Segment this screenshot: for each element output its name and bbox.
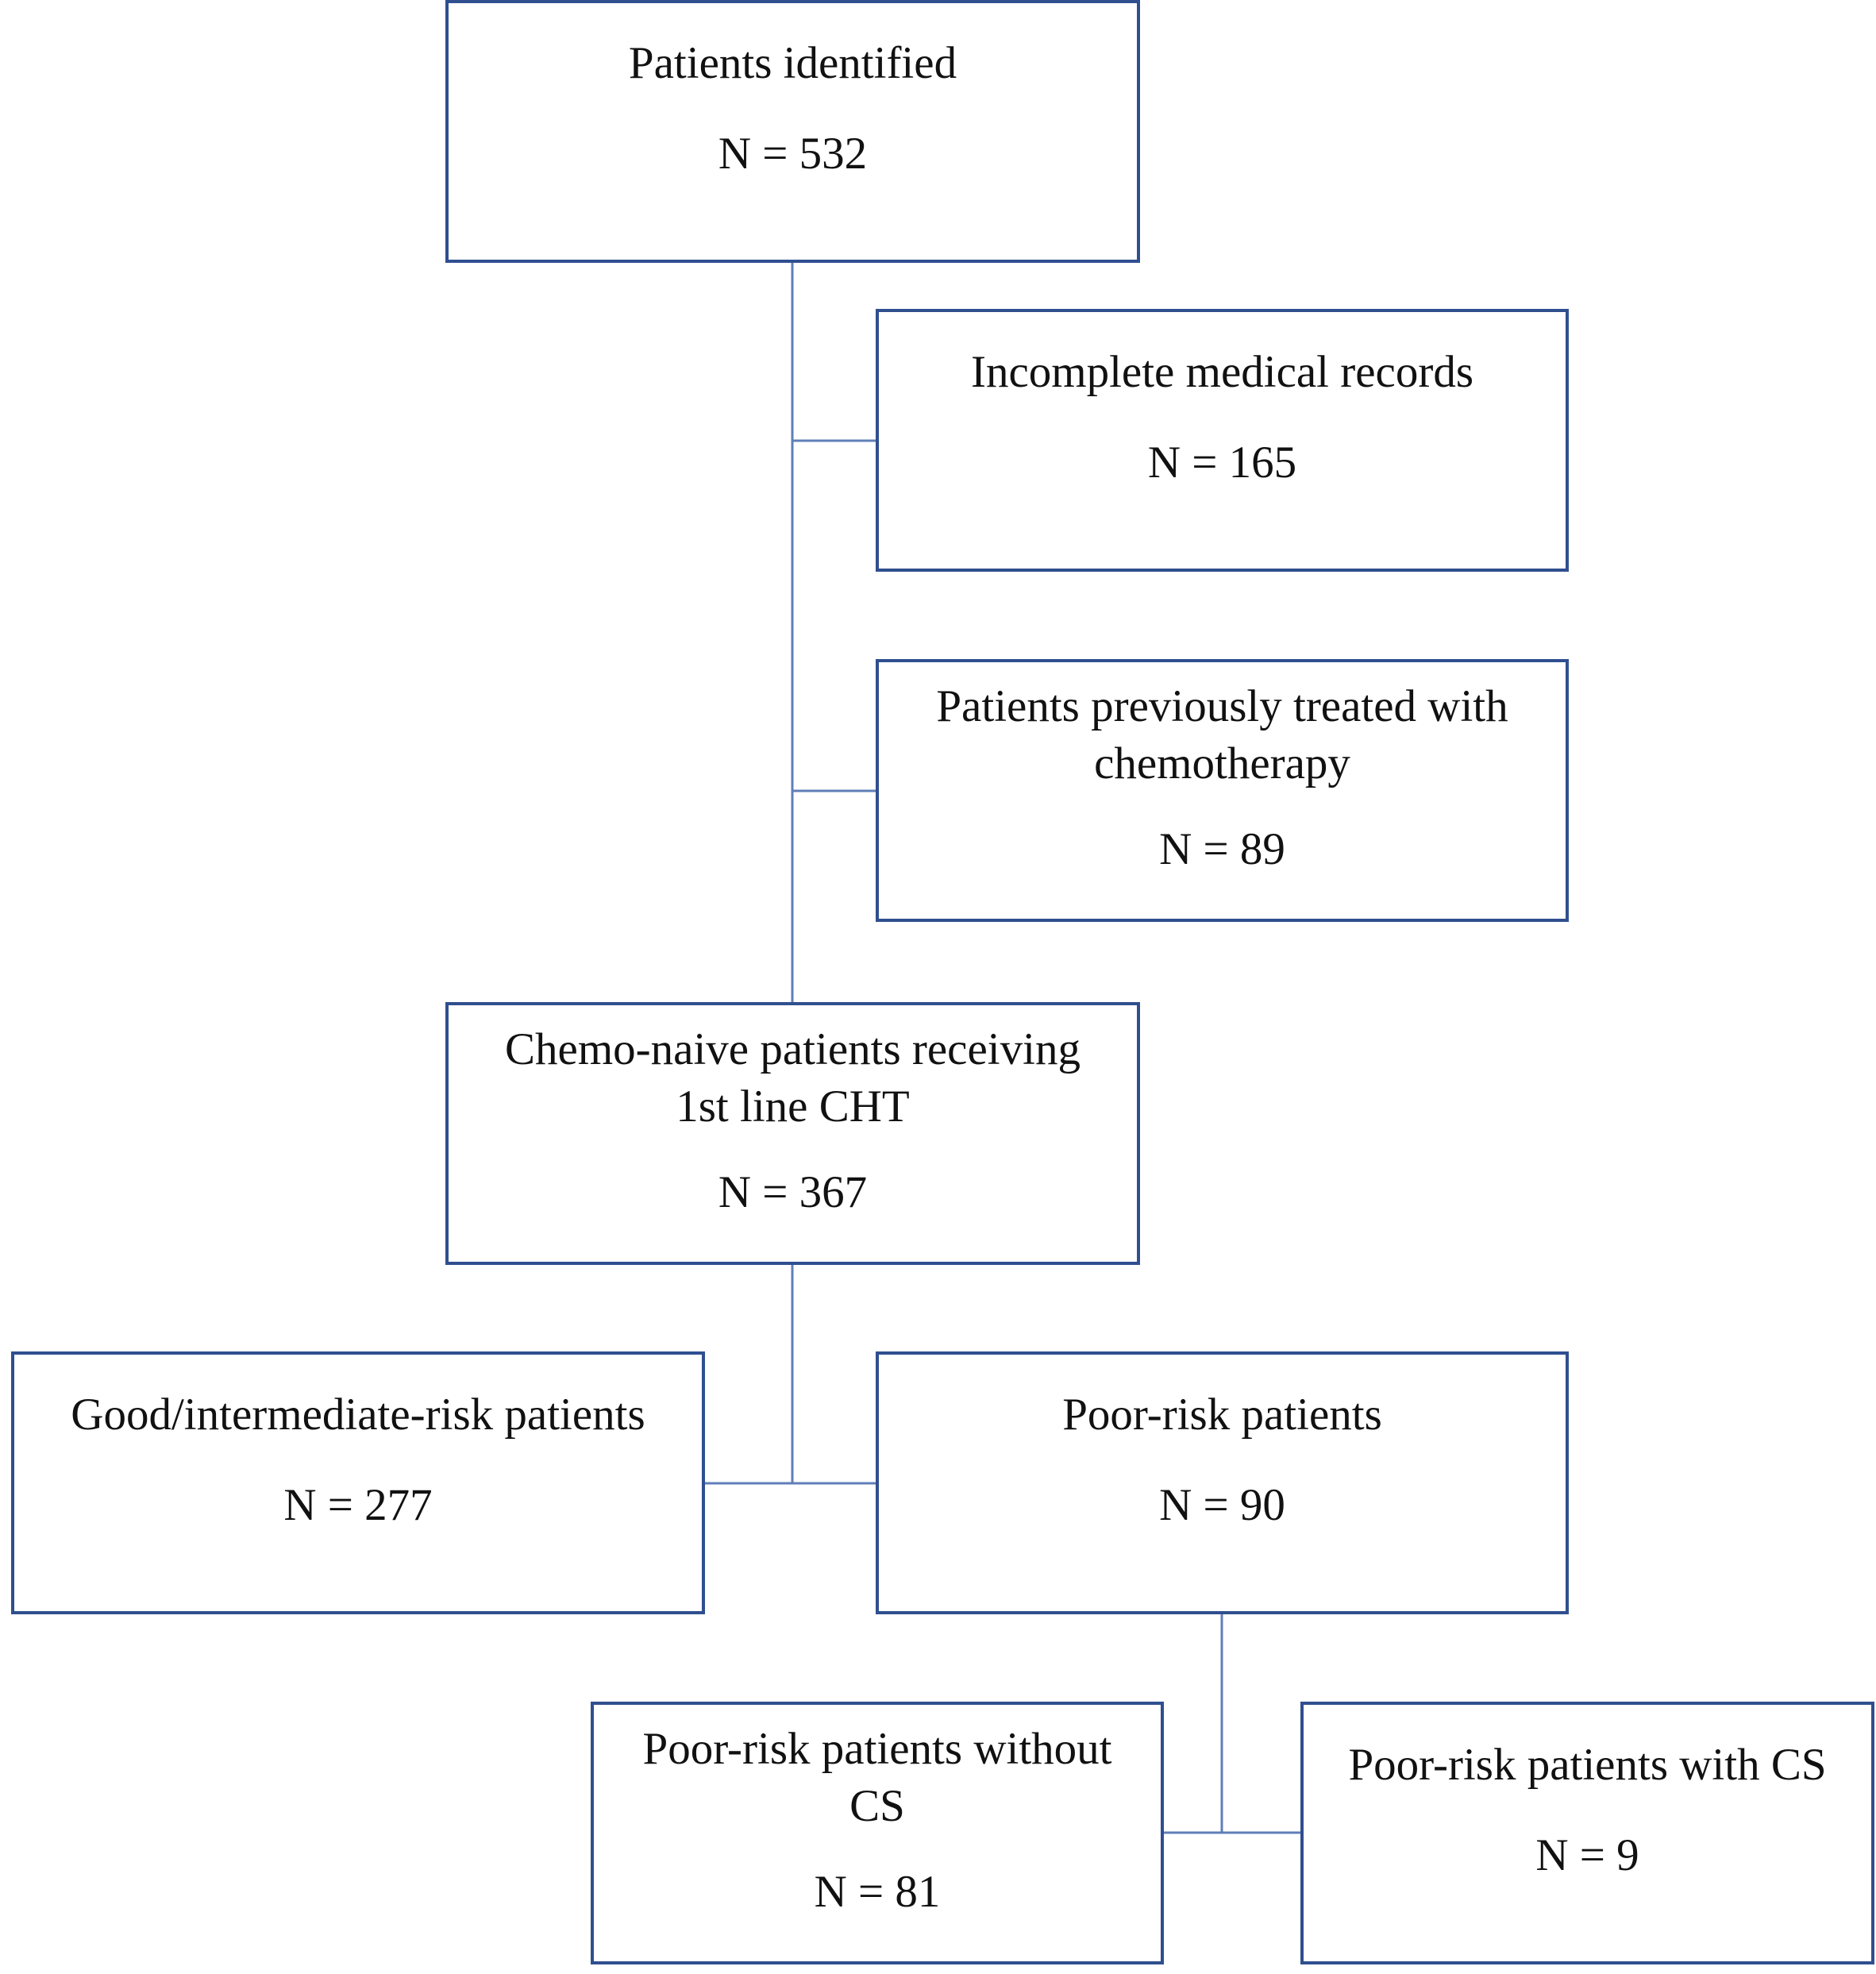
box-poor-risk-with-cs: Poor-risk patients with CS N = 9 [1300,1702,1874,1964]
box-label: Poor-risk patients without CS [642,1724,1112,1831]
box-count: N = 90 [1159,1480,1285,1530]
box-label: Poor-risk patients [1062,1390,1382,1440]
box-count: N = 532 [718,129,868,179]
box-previously-treated: Patients previously treated with chemoth… [876,659,1569,922]
box-good-intermediate-risk: Good/intermediate-risk patients N = 277 [11,1351,705,1614]
box-count: N = 277 [283,1480,433,1530]
box-label: Good/intermediate-risk patients [71,1390,645,1440]
box-chemo-naive: Chemo-naive patients receiving 1st line … [445,1002,1140,1265]
box-count: N = 9 [1535,1830,1639,1880]
box-label: Patients previously treated with chemoth… [936,681,1508,788]
box-count: N = 165 [1147,438,1297,488]
box-label: Poor-risk patients with CS [1348,1740,1827,1790]
box-patients-identified: Patients identified N = 532 [445,0,1140,263]
box-label: Patients identified [628,38,957,88]
box-poor-risk: Poor-risk patients N = 90 [876,1351,1569,1614]
box-label: Incomplete medical records [970,347,1474,397]
box-incomplete-records: Incomplete medical records N = 165 [876,309,1569,572]
box-count: N = 81 [814,1867,941,1917]
box-label: Chemo-naive patients receiving 1st line … [505,1024,1081,1132]
box-count: N = 367 [718,1167,868,1217]
box-poor-risk-without-cs: Poor-risk patients without CS N = 81 [591,1702,1164,1964]
box-count: N = 89 [1159,824,1285,874]
